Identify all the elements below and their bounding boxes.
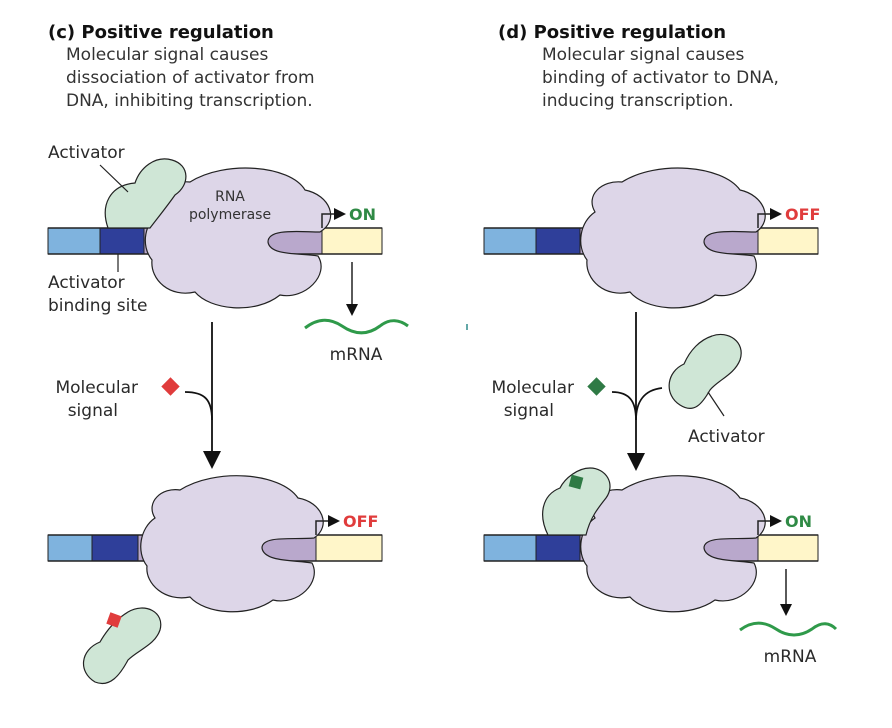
panel-c-state-off: OFF: [343, 512, 378, 531]
panel-d-desc-1: Molecular signal causes: [542, 45, 744, 65]
panel-d-activator-curve: [635, 387, 663, 421]
panel-d: (d) Positive regulation Molecular signal…: [466, 22, 838, 667]
panel-d-activator-pointer: [707, 391, 725, 417]
panel-c-state-on: ON: [349, 205, 376, 224]
panel-d-signal-label-1: Molecular: [491, 378, 574, 398]
panel-d-mrna-wave: [739, 621, 838, 637]
panel-d-desc-3: inducing transcription.: [542, 91, 734, 111]
panel-c-mrna-wave: [304, 318, 409, 335]
binding-site-label-1: Activator: [48, 273, 125, 293]
panel-d-activator-label: Activator: [688, 427, 765, 447]
panel-d-rna-polymerase-top: [580, 167, 766, 309]
panel-d-mrna-label: mRNA: [764, 647, 817, 667]
panel-c-mrna-label: mRNA: [330, 345, 383, 365]
panel-d-state-off: OFF: [785, 205, 820, 224]
activator-pointer-line: [99, 164, 129, 193]
panel-d-promoter-arrow-top: [757, 208, 782, 228]
rna-polymerase-label-2: polymerase: [189, 207, 271, 223]
panel-d-signal-diamond: [587, 377, 606, 396]
panel-c: (c) Positive regulation Molecular signal…: [47, 22, 409, 684]
panel-c-rna-polymerase-bottom: [140, 475, 324, 613]
panel-c-signal-label-1: Molecular: [55, 378, 138, 398]
panel-c-signal-diamond: [161, 377, 180, 396]
panel-d-state-on: ON: [785, 512, 812, 531]
panel-c-signal-curve: [184, 391, 213, 421]
panel-d-activator-bound: [542, 467, 611, 536]
panel-d-signal-label-2: signal: [504, 401, 554, 421]
panel-c-title: (c) Positive regulation: [48, 22, 274, 43]
panel-d-rna-polymerase-bottom: [580, 475, 766, 613]
panel-c-activator-released: [83, 607, 162, 684]
panel-c-desc-1: Molecular signal causes: [66, 45, 268, 65]
panel-d-desc-2: binding of activator to DNA,: [542, 68, 779, 88]
rna-polymerase-label-1: RNA: [215, 189, 245, 205]
panel-d-activator-free: [668, 333, 742, 410]
panel-c-desc-3: DNA, inhibiting transcription.: [66, 91, 313, 111]
panel-c-activator-label: Activator: [48, 143, 125, 163]
panel-c-desc-2: dissociation of activator from: [66, 68, 315, 88]
panel-d-title: (d) Positive regulation: [498, 22, 726, 43]
panel-d-promoter-arrow-bottom: [757, 515, 782, 535]
panel-c-activator-top: [104, 158, 187, 229]
panel-c-promoter-arrow-bottom: [315, 515, 340, 535]
panel-d-signal-curve: [611, 391, 637, 421]
binding-site-label-2: binding site: [48, 296, 147, 316]
panel-c-rna-polymerase-top: RNA polymerase: [144, 167, 332, 309]
panel-c-signal-label-2: signal: [68, 401, 118, 421]
panel-c-promoter-arrow-top: [321, 208, 346, 228]
